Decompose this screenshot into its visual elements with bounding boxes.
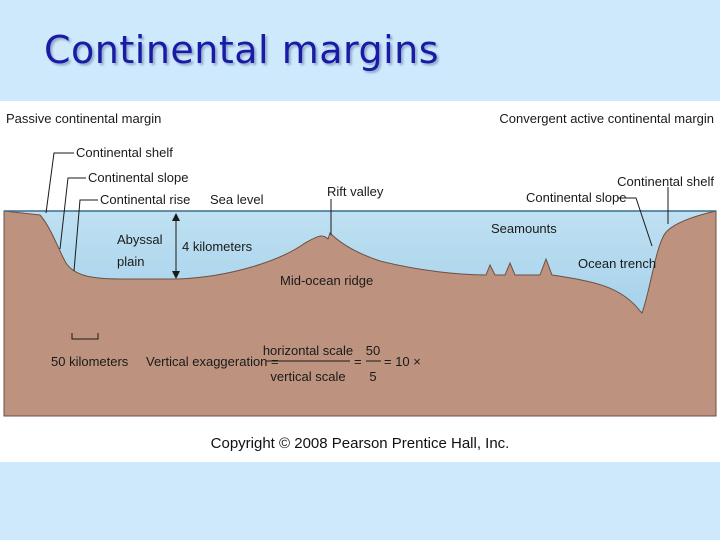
cross-section-figure: Passive continental margin Convergent ac… xyxy=(0,101,720,462)
copyright-notice: Copyright © 2008 Pearson Prentice Hall, … xyxy=(211,435,510,452)
label-continental-shelf-right: Continental shelf xyxy=(617,174,714,189)
label-continental-shelf-left: Continental shelf xyxy=(76,145,173,160)
slide-title: Continental margins xyxy=(44,28,440,72)
leader-continental-shelf-left xyxy=(45,152,74,214)
exaggeration-denominator: vertical scale xyxy=(270,369,345,384)
label-abyssal-line2: plain xyxy=(117,254,144,269)
exaggeration-result: = 10 × xyxy=(384,354,421,369)
leader-continental-slope-left xyxy=(59,177,86,250)
leader-continental-rise xyxy=(73,199,98,272)
scale-bar xyxy=(71,333,99,340)
label-mid-ocean-ridge: Mid-ocean ridge xyxy=(280,273,373,288)
label-abyssal-line1: Abyssal xyxy=(117,232,163,247)
label-continental-slope-left: Continental slope xyxy=(88,170,188,185)
left-heading: Passive continental margin xyxy=(6,111,161,126)
label-continental-rise: Continental rise xyxy=(100,192,190,207)
scale-bar-label: 50 kilometers xyxy=(51,354,129,369)
label-seamounts: Seamounts xyxy=(491,221,557,236)
exaggeration-numerator: horizontal scale xyxy=(263,343,353,358)
ocean-floor-cross-section: Passive continental margin Convergent ac… xyxy=(3,111,717,452)
exaggeration-prefix: Vertical exaggeration = xyxy=(146,354,279,369)
label-depth: 4 kilometers xyxy=(182,239,253,254)
label-rift-valley: Rift valley xyxy=(327,184,384,199)
leader-continental-slope-right xyxy=(618,197,653,247)
label-continental-slope-right: Continental slope xyxy=(526,190,626,205)
right-heading: Convergent active continental margin xyxy=(499,111,714,126)
label-sea-level: Sea level xyxy=(210,192,264,207)
fraction-numerator: 50 xyxy=(366,343,380,358)
exaggeration-equals: = xyxy=(354,354,362,369)
ocean-crust xyxy=(3,210,717,417)
fraction-denominator: 5 xyxy=(369,369,376,384)
label-ocean-trench: Ocean trench xyxy=(578,256,656,271)
